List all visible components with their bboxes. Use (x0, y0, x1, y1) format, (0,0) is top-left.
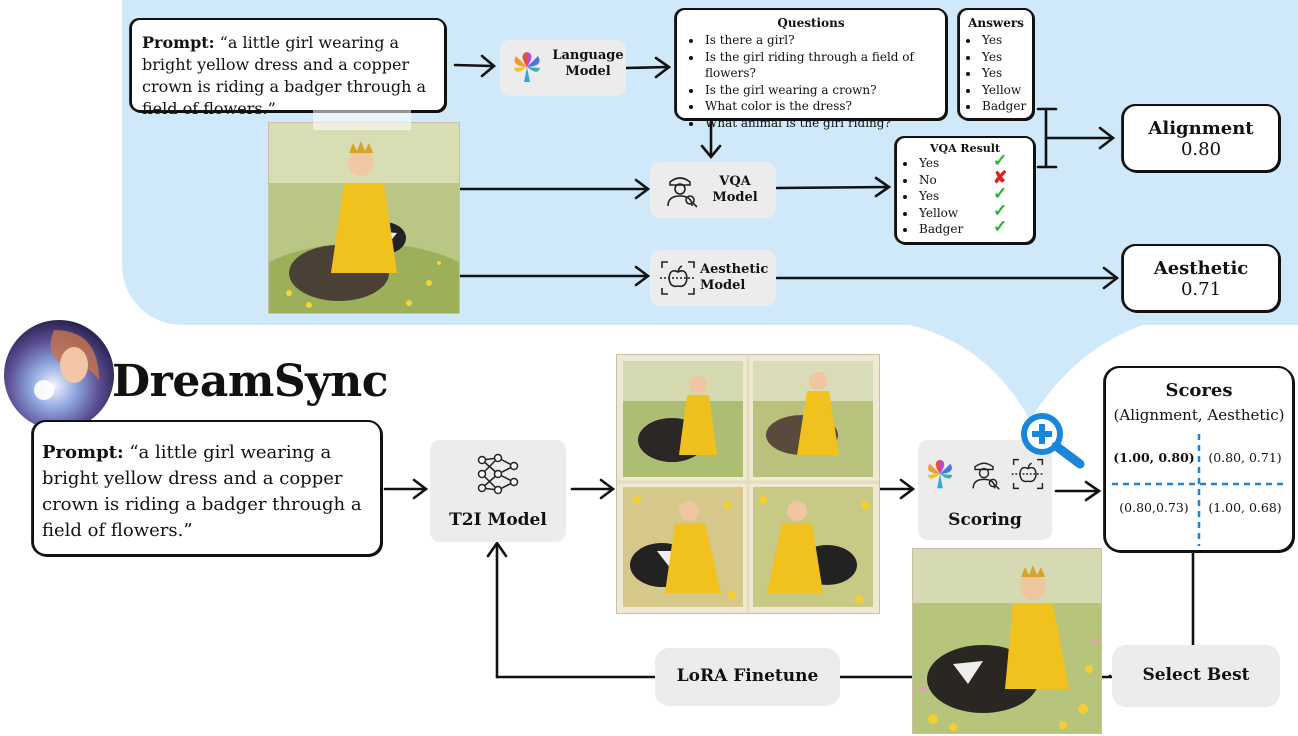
dreamsync-logo-image (4, 320, 114, 430)
top-prompt-label: Prompt: (142, 33, 215, 52)
alignment-value: 0.80 (1180, 139, 1222, 160)
scoring-box: Scoring (918, 440, 1052, 540)
check-icon: ✓ (993, 217, 1008, 238)
score-cell: (1.00, 0.68) (1208, 500, 1282, 515)
vqa-result-item: Yes ✓ (917, 151, 1027, 172)
check-icon: ✓ (993, 184, 1008, 205)
answer-item: Badger (980, 98, 1028, 115)
top-prompt-text: “a little girl wearing a bright yellow d… (142, 33, 427, 118)
vqa-answer: No (919, 172, 937, 187)
vqa-answer: Yes (919, 189, 940, 204)
select-best-box: Select Best (1112, 645, 1280, 707)
image-overlay (313, 110, 411, 130)
answer-item: Yellow (980, 82, 1028, 99)
answers-title: Answers (968, 16, 1024, 30)
score-cell-best: (1.00, 0.80) (1113, 450, 1195, 465)
questions-title: Questions (777, 16, 845, 30)
answers-box: Answers Yes Yes Yes Yellow Badger (958, 8, 1034, 120)
score-cell: (0.80,0.73) (1119, 500, 1189, 515)
vqa-answer: Yes (919, 156, 940, 170)
neural-network-icon (477, 453, 519, 495)
cross-icon: ✘ (993, 167, 1008, 188)
lora-finetune-label: LoRA Finetune (676, 666, 819, 686)
colorful-flower-logo-icon (514, 52, 540, 82)
answer-item: Yes (980, 32, 1028, 49)
vqa-model-label: VQA Model (712, 174, 758, 205)
best-painting (913, 549, 1101, 733)
scores-box: Scores (Alignment, Aesthetic) (1.00, 0.8… (1104, 366, 1294, 552)
bottom-prompt-text: “a little girl wearing a bright yellow d… (42, 442, 362, 541)
image-grid-paintings (617, 355, 879, 613)
select-best-label: Select Best (1142, 665, 1250, 685)
check-icon: ✓ (993, 151, 1008, 171)
aesthetic-model-box: Aesthetic Model (650, 250, 776, 306)
vqa-answer: Yellow (919, 205, 959, 220)
detective-icon (972, 462, 1000, 490)
scores-grid-lines (1112, 434, 1286, 546)
detective-icon (667, 177, 698, 208)
vqa-answer: Badger (919, 222, 964, 237)
scores-subtitle: (Alignment, Aesthetic) (1113, 406, 1285, 424)
t2i-model-label: T2I Model (449, 510, 547, 530)
question-item: What animal is the girl riding? (703, 115, 939, 132)
questions-list: Is there a girl? Is the girl riding thro… (683, 32, 939, 131)
colorful-flower-logo-icon (927, 459, 953, 489)
selected-best-image (912, 548, 1102, 734)
language-model-box: Language Model (500, 40, 626, 96)
aesthetic-label: Aesthetic (1153, 258, 1249, 279)
apple-frame-icon (660, 261, 696, 295)
scores-title: Scores (1165, 380, 1233, 401)
question-item: Is the girl wearing a crown? (703, 82, 939, 99)
bottom-prompt-box: Prompt: “a little girl wearing a bright … (32, 420, 382, 556)
bottom-prompt-label: Prompt: (42, 442, 124, 463)
vqa-result-item: No ✘ (917, 167, 1027, 189)
question-item: Is there a girl? (703, 32, 939, 49)
check-icon: ✓ (993, 200, 1008, 221)
vqa-result-item: Yellow ✓ (917, 200, 1027, 222)
score-cell: (0.80, 0.71) (1208, 450, 1282, 465)
vqa-result-list: Yes ✓ No ✘ Yes ✓ Yellow ✓ Badger ✓ (903, 151, 1027, 238)
vqa-result-box: VQA Result Yes ✓ No ✘ Yes ✓ Yellow ✓ Badger ✓ (895, 136, 1035, 244)
aesthetic-score-box: Aesthetic 0.71 (1122, 244, 1280, 312)
question-item: Is the girl riding through a field of fl… (703, 49, 939, 82)
generated-image-grid (616, 354, 880, 614)
vqa-result-item: Yes ✓ (917, 184, 1027, 205)
generated-image-top (268, 122, 460, 314)
magnifier-plus-icon (1021, 413, 1085, 469)
vqa-result-title: VQA Result (929, 142, 1001, 155)
girl-badger-painting (269, 123, 459, 313)
lora-finetune-box: LoRA Finetune (655, 648, 840, 706)
brand-title: DreamSync (112, 356, 389, 407)
alignment-score-box: Alignment 0.80 (1122, 104, 1280, 172)
answer-item: Yes (980, 49, 1028, 66)
alignment-label: Alignment (1148, 118, 1254, 139)
language-model-label: Language Model (552, 48, 624, 79)
top-prompt-box: Prompt: “a little girl wearing a bright … (130, 18, 446, 118)
apple-frame-icon (1011, 458, 1045, 490)
answers-list: Yes Yes Yes Yellow Badger (964, 32, 1028, 115)
aesthetic-value: 0.71 (1180, 279, 1222, 300)
aesthetic-model-label: Aesthetic Model (700, 262, 769, 293)
vqa-result-item: Badger ✓ (917, 217, 1027, 238)
dreamsync-logo (4, 320, 114, 430)
vqa-model-box: VQA Model (650, 162, 776, 218)
question-item: What color is the dress? (703, 98, 939, 115)
questions-box: Questions Is there a girl? Is the girl r… (675, 8, 947, 130)
scoring-label: Scoring (948, 510, 1022, 530)
answer-item: Yes (980, 65, 1028, 82)
t2i-model-box: T2I Model (430, 440, 566, 542)
